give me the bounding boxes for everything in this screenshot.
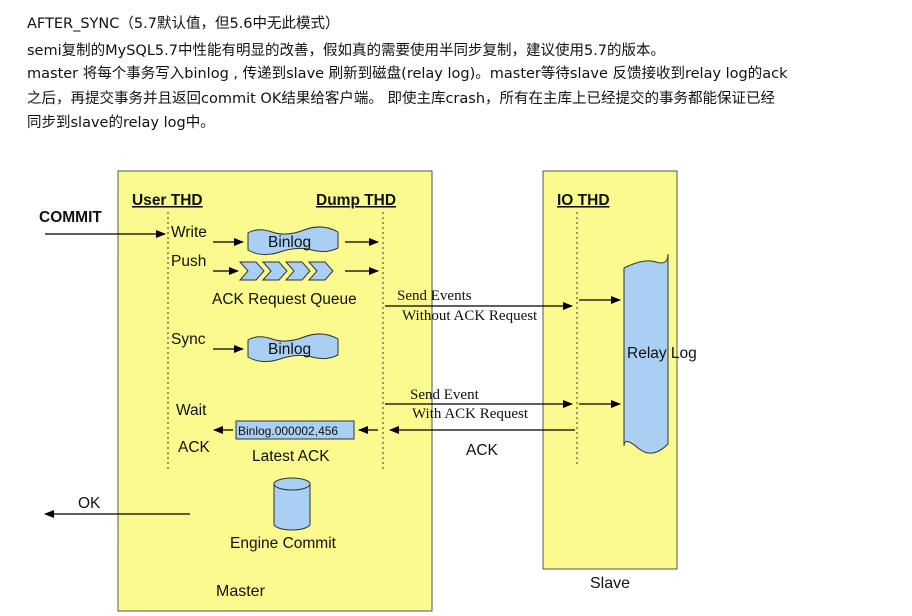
write-label: Write (171, 224, 207, 241)
dump-thd-header: Dump THD (316, 192, 396, 209)
paragraph-line-2: master 将每个事务写入binlog , 传递到slave 刷新到磁盘(re… (27, 66, 788, 82)
engine-commit-cylinder (273, 477, 311, 531)
commit-label: COMMIT (39, 209, 102, 226)
user-thd-header: User THD (132, 192, 203, 209)
without-ack-request-label: Without ACK Request (402, 308, 538, 324)
io-thd-header: IO THD (557, 192, 610, 209)
push-label: Push (171, 253, 206, 270)
paragraph-line-4: 同步到slave的relay log中。 (27, 115, 215, 131)
ack-request-queue-label: ACK Request Queue (212, 291, 357, 308)
send-events-label: Send Events (397, 288, 472, 304)
slave-caption: Slave (590, 575, 630, 592)
binlog-position-box (235, 420, 355, 440)
paragraph-line-1: semi复制的MySQL5.7中性能有明显的改善，假如真的需要使用半同步复制，建… (27, 43, 666, 59)
binlog-top-label: Binlog (268, 234, 311, 251)
ack-queue-chevrons (238, 261, 334, 281)
with-ack-request-label: With ACK Request (412, 406, 529, 422)
paragraph-line-3: 之后，再提交事务并且返回commit OK结果给客户端。 即使主库crash，所… (27, 91, 776, 107)
relay-log-label: Relay Log (627, 345, 697, 362)
binlog-mid-label: Binlog (268, 341, 311, 358)
relay-log-shape (623, 253, 669, 454)
ok-label: OK (78, 495, 101, 512)
master-caption: Master (216, 583, 266, 600)
ack-right-label: ACK (466, 442, 499, 459)
wait-label: Wait (176, 402, 207, 419)
heading-after-sync: AFTER_SYNC（5.7默认值，但5.6中无此模式） (27, 16, 340, 32)
binlog-mid-box (247, 333, 339, 363)
ack-left-label: ACK (178, 439, 211, 456)
latest-ack-label: Latest ACK (252, 448, 330, 465)
engine-commit-label: Engine Commit (230, 535, 337, 552)
sync-label: Sync (171, 331, 206, 348)
binlog-top-box (247, 226, 339, 256)
send-event-label: Send Event (410, 387, 480, 403)
binlog-position-label: Binlog.000002,456 (238, 424, 338, 438)
